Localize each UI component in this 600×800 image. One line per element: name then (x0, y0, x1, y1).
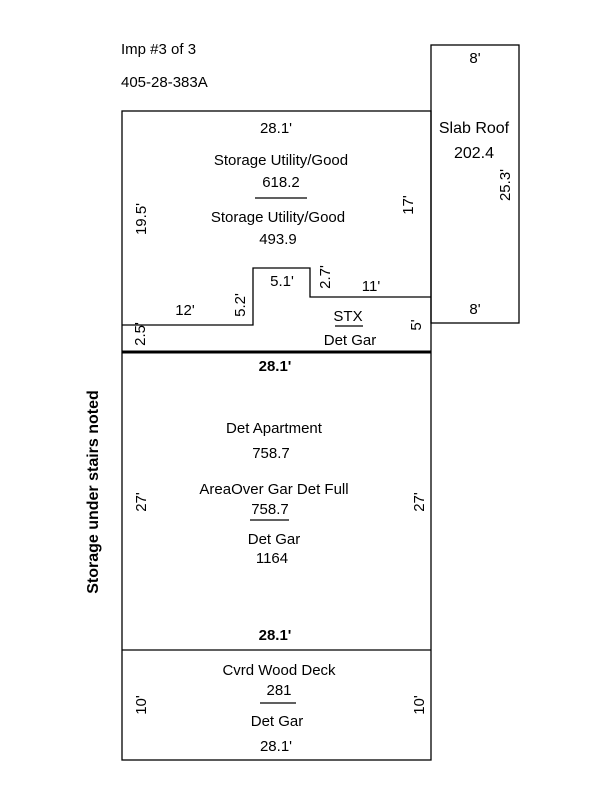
step-dim-b: 5.2' (232, 293, 249, 317)
slab-roof-side-dim: 25.3' (497, 169, 514, 201)
side-note: Storage under stairs noted (85, 390, 102, 594)
upper-right-dim: 17' (400, 195, 417, 215)
middle-top-dim: 28.1' (259, 358, 292, 375)
step-dim-g: 5' (408, 319, 425, 330)
deck-value: 281 (266, 682, 291, 699)
slab-roof-area: 202.4 (454, 145, 494, 162)
step-dim-c: 5.1' (270, 273, 294, 290)
area-over-gar-label: AreaOver Gar Det Full (199, 481, 348, 498)
upper-left-dim: 19.5' (133, 203, 150, 235)
building-outline (121, 110, 432, 761)
step-dim-e: 11' (362, 278, 381, 295)
middle-right-dim: 27' (411, 492, 428, 512)
stx-outline (122, 267, 431, 326)
slab-roof-label: Slab Roof (439, 120, 510, 137)
det-apartment-label: Det Apartment (226, 420, 323, 437)
det-gar-value: 1164 (256, 550, 288, 567)
step-dim-d: 2.7' (317, 265, 334, 289)
improvement-label: Imp #3 of 3 (121, 41, 196, 58)
upper-top-dim: 28.1' (260, 120, 292, 137)
area2-label: Storage Utility/Good (211, 209, 345, 226)
area1-value: 618.2 (262, 174, 300, 191)
middle-bottom-dim: 28.1' (259, 627, 292, 644)
det-gar-label: Det Gar (248, 531, 301, 548)
det-apartment-value: 758.7 (252, 445, 290, 462)
area1-label: Storage Utility/Good (214, 152, 348, 169)
parcel-number: 405-28-383A (121, 74, 208, 91)
lower-sub: Det Gar (251, 713, 304, 730)
step-dim-f: 2.5' (132, 322, 149, 346)
area-over-gar-value: 758.7 (251, 501, 289, 518)
slab-roof-top-dim: 8' (469, 50, 480, 67)
area2-value: 493.9 (259, 231, 297, 248)
middle-left-dim: 27' (133, 492, 150, 512)
deck-label: Cvrd Wood Deck (222, 662, 336, 679)
stx-label: STX (333, 308, 362, 325)
stx-sub: Det Gar (324, 332, 377, 349)
lower-left-dim: 10' (133, 695, 150, 715)
slab-roof-bottom-dim: 8' (469, 301, 480, 318)
lower-right-dim: 10' (411, 695, 428, 715)
lower-bottom-dim: 28.1' (260, 738, 292, 755)
step-dim-a: 12' (175, 302, 195, 319)
